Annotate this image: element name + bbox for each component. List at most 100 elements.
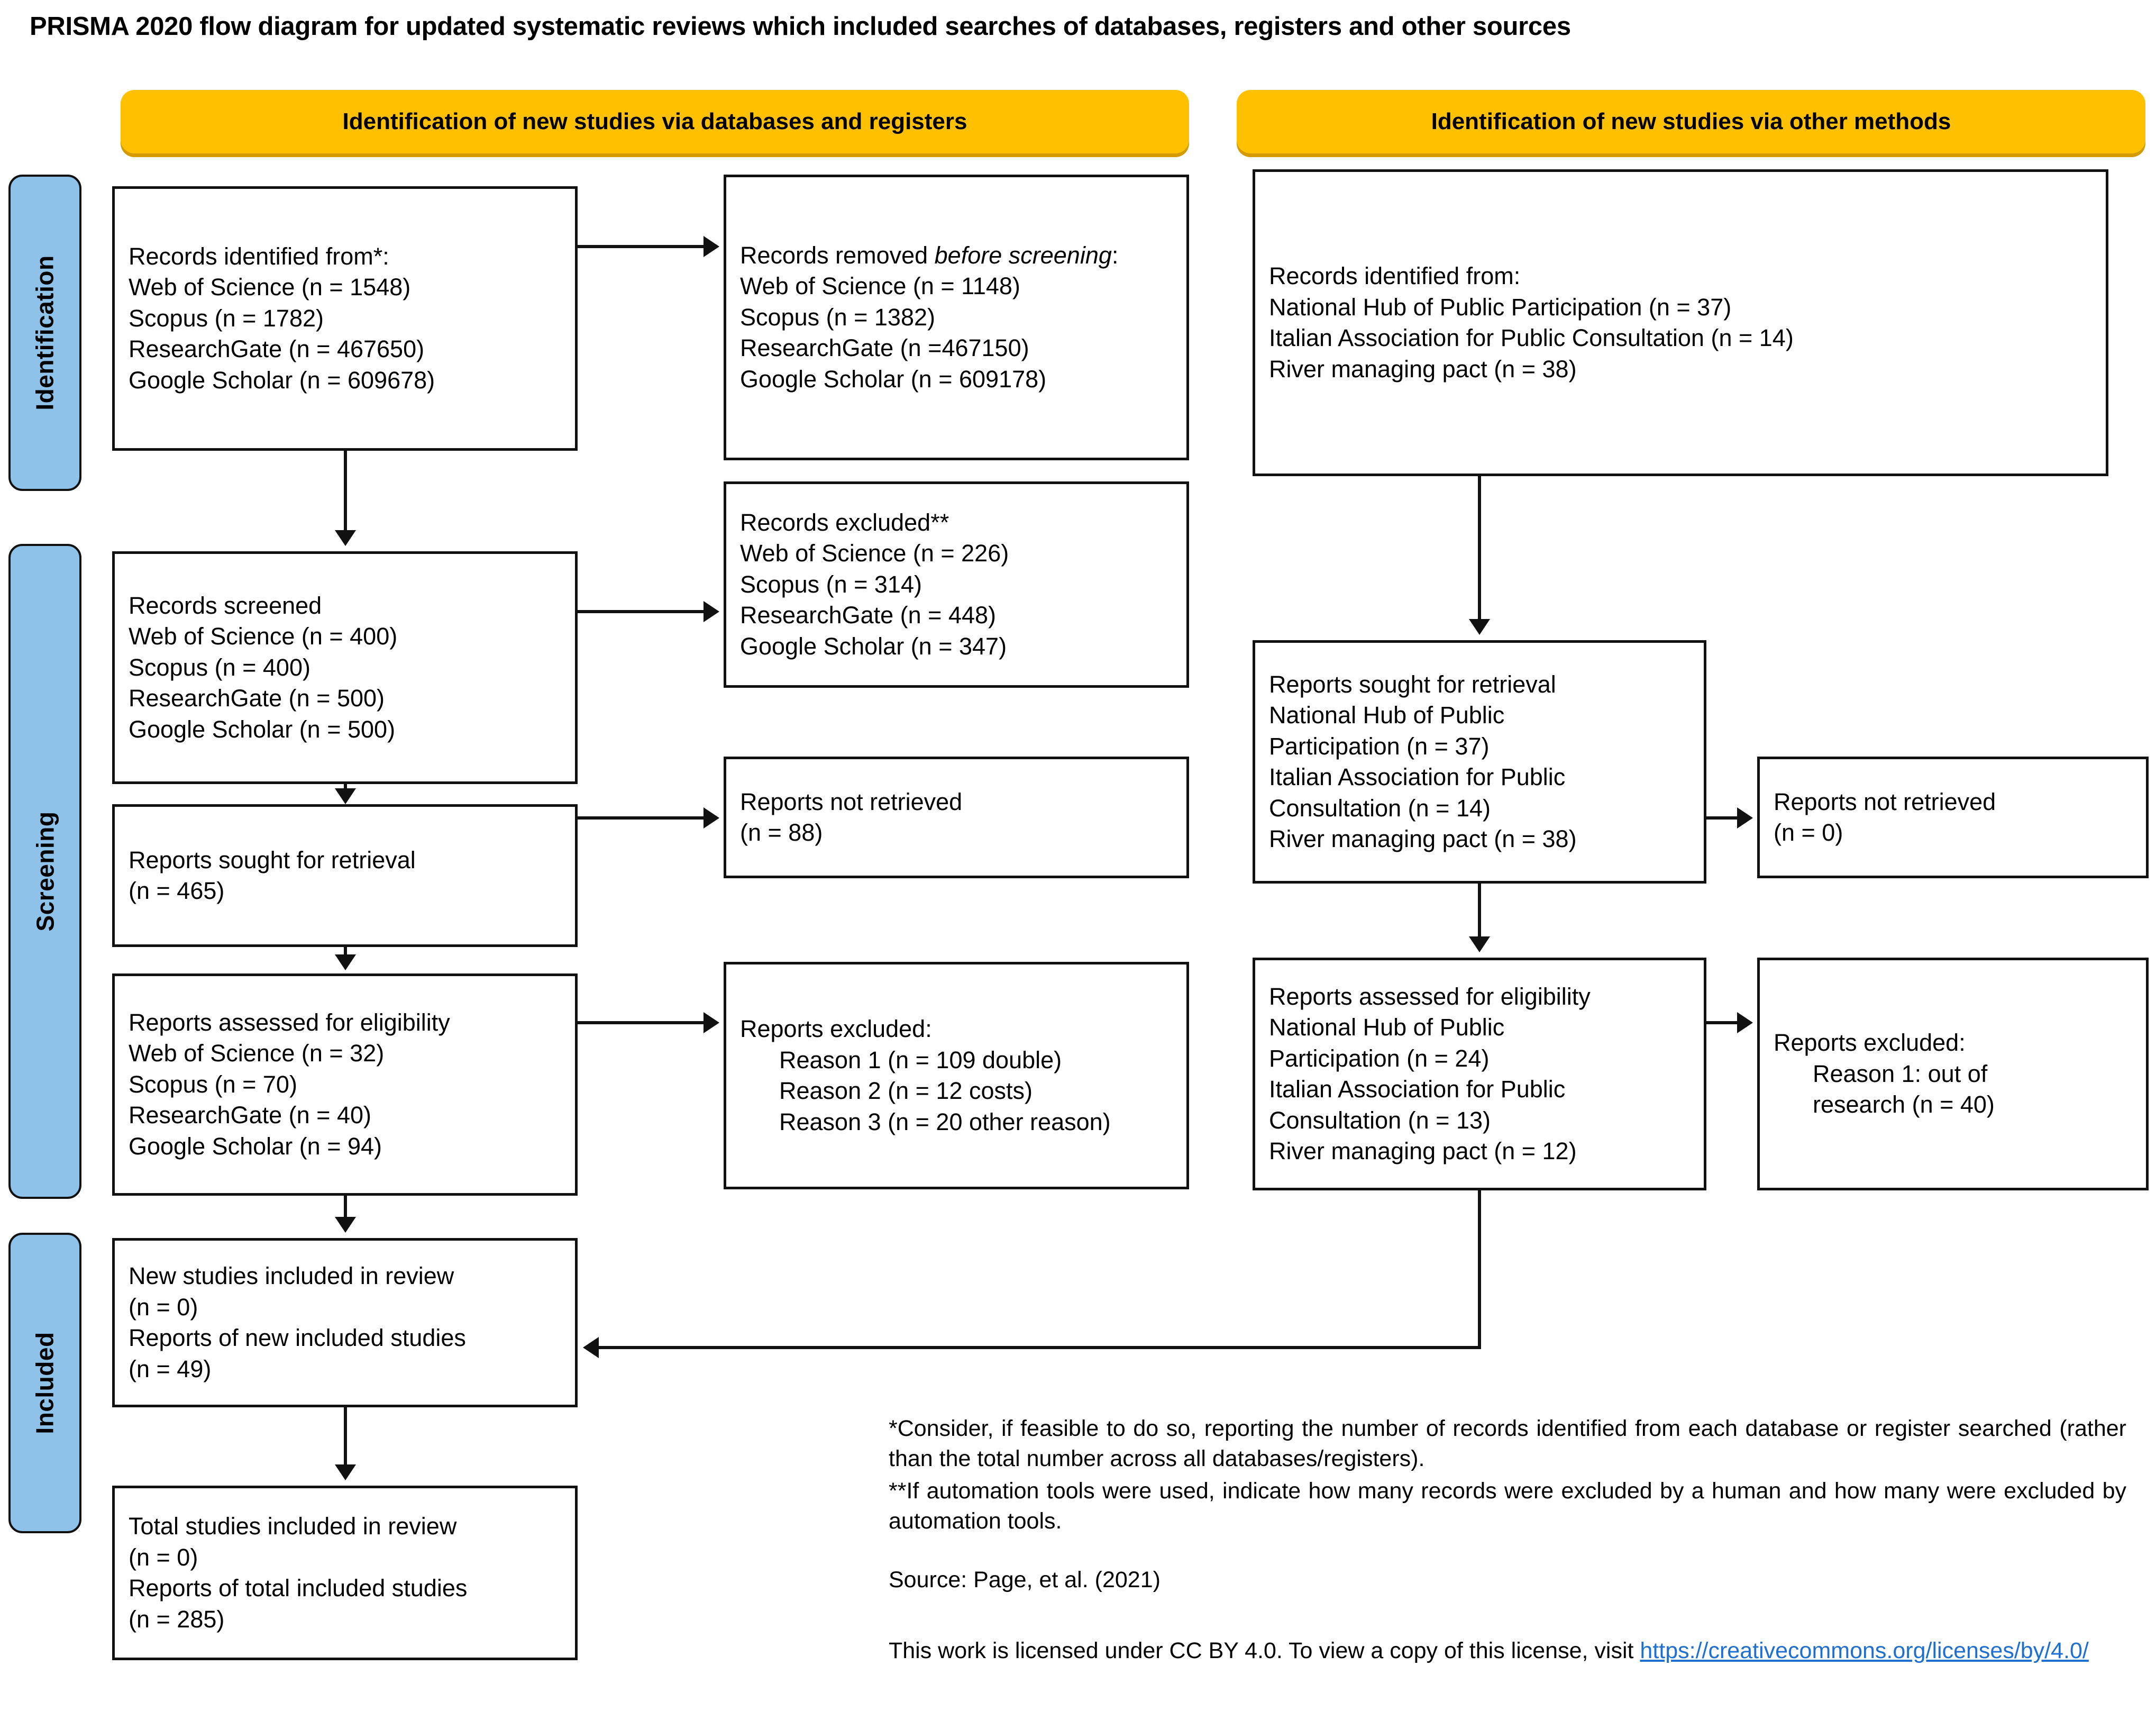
connector-assessed-to-new-studies [344,1196,347,1220]
box-records-identified-other: Records identified from: National Hub of… [1253,169,2108,476]
reports-excluded-left-reason-2: Reason 3 (n = 20 other reason) [779,1108,1111,1135]
reports-sought-left-line-0: Reports sought for retrieval [129,846,416,873]
reports-excluded-right-reason-0: Reason 1: out of [1813,1060,1988,1087]
reports-not-retrieved-right-line-1: (n = 0) [1774,819,1843,846]
reports-sought-right-line-5: River managing pact (n = 38) [1269,825,1577,852]
records-screened-line-2: Scopus (n = 400) [129,653,310,681]
box-records-removed: Records removed before screening: Web of… [724,175,1189,460]
arrowhead-sought-right-to-assessed-right [1469,936,1490,952]
reports-assessed-right-line-1: National Hub of Public [1269,1014,1505,1041]
stage-included: Included [8,1233,81,1533]
reports-excluded-right-reason-1: research (n = 40) [1813,1091,1995,1118]
footnote-doublestar: **If automation tools were used, indicat… [889,1476,2126,1536]
arrowhead-assessed-right-to-new-studies [583,1337,599,1358]
reports-assessed-left-line-4: Google Scholar (n = 94) [129,1132,382,1160]
records-excluded-line-0: Records excluded** [740,508,949,536]
stage-included-label: Included [31,1332,59,1434]
connector-new-to-total-studies [344,1407,347,1467]
connector-assessed-to-excluded [578,1021,705,1024]
banner-databases-registers-label: Identification of new studies via databa… [342,108,967,134]
arrowhead-screened-to-sought [335,788,356,804]
footnote-license-text: This work is licensed under CC BY 4.0. T… [889,1638,1634,1663]
arrowhead-identified-to-screened [335,530,356,546]
total-studies-included-line-3: (n = 285) [129,1605,225,1633]
records-removed-line-2: ResearchGate (n =467150) [740,334,1029,362]
reports-sought-right-line-0: Reports sought for retrieval [1269,670,1556,698]
reports-not-retrieved-left-line-0: Reports not retrieved [740,788,963,815]
box-reports-not-retrieved-right: Reports not retrieved (n = 0) [1757,757,2149,878]
reports-excluded-left-reason-1: Reason 2 (n = 12 costs) [779,1077,1033,1104]
connector-identified-other-to-sought-right [1478,476,1481,620]
connector-assessed-right-left [599,1346,1481,1349]
box-records-screened: Records screened Web of Science (n = 400… [112,551,578,784]
new-studies-included-line-0: New studies included in review [129,1262,454,1289]
license-link[interactable]: https://creativecommons.org/licenses/by/… [1640,1638,2089,1663]
arrowhead-assessed-right-to-excluded-right [1737,1012,1753,1033]
box-reports-excluded-left: Reports excluded: Reason 1 (n = 109 doub… [724,962,1189,1189]
footnote-star-text: *Consider, if feasible to do so, reporti… [889,1416,2126,1472]
arrowhead-screened-to-excluded [704,601,719,622]
records-removed-line-1: Scopus (n = 1382) [740,303,935,331]
reports-assessed-left-line-0: Reports assessed for eligibility [129,1008,450,1036]
records-excluded-line-4: Google Scholar (n = 347) [740,632,1007,660]
records-excluded-line-3: ResearchGate (n = 448) [740,602,997,629]
box-reports-not-retrieved-left: Reports not retrieved (n = 88) [724,757,1189,878]
reports-assessed-right-line-3: Italian Association for Public [1269,1076,1566,1103]
page-title: PRISMA 2020 flow diagram for updated sys… [30,12,1571,41]
arrowhead-sought-to-assessed [335,954,356,970]
records-identified-line-0: Records identified from*: [129,242,389,270]
reports-sought-right-line-4: Consultation (n = 14) [1269,794,1491,822]
footnote-license: This work is licensed under CC BY 4.0. T… [889,1636,2126,1666]
arrowhead-identified-to-removed [704,236,719,257]
banner-other-methods-label: Identification of new studies via other … [1431,108,1951,134]
records-identified-line-3: ResearchGate (n = 467650) [129,335,425,363]
box-reports-excluded-right: Reports excluded: Reason 1: out of resea… [1757,958,2149,1190]
arrowhead-assessed-to-excluded [704,1012,719,1033]
records-screened-line-4: Google Scholar (n = 500) [129,715,396,743]
records-identified-line-4: Google Scholar (n = 609678) [129,366,435,394]
records-identified-line-2: Scopus (n = 1782) [129,304,324,332]
reports-assessed-right-line-5: River managing pact (n = 12) [1269,1137,1577,1164]
records-identified-other-line-2: Italian Association for Public Consultat… [1269,324,1794,351]
connector-assessed-right-down [1478,1190,1481,1349]
banner-databases-registers: Identification of new studies via databa… [121,90,1189,153]
arrowhead-new-to-total-studies [335,1464,356,1480]
connector-assessed-right-to-excluded-right [1706,1021,1738,1024]
footnote-star: *Consider, if feasible to do so, reporti… [889,1414,2126,1474]
footnote-source-text: Source: Page, et al. (2021) [889,1567,1161,1592]
records-identified-other-line-0: Records identified from: [1269,262,1521,289]
reports-not-retrieved-right-line-0: Reports not retrieved [1774,788,1996,815]
box-new-studies-included: New studies included in review (n = 0) R… [112,1238,578,1407]
box-reports-sought-left: Reports sought for retrieval (n = 465) [112,804,578,947]
reports-excluded-left-reason-0: Reason 1 (n = 109 double) [779,1046,1062,1073]
connector-sought-to-not-retrieved [578,816,705,820]
records-identified-other-line-3: River managing pact (n = 38) [1269,355,1577,383]
box-reports-assessed-right: Reports assessed for eligibility Nationa… [1253,958,1706,1190]
arrowhead-assessed-to-new-studies [335,1217,356,1233]
records-removed-heading-plain: Records removed [740,241,935,269]
box-reports-assessed-left: Reports assessed for eligibility Web of … [112,973,578,1196]
reports-not-retrieved-left-line-1: (n = 88) [740,819,823,846]
stage-identification-label: Identification [31,255,59,411]
reports-sought-right-line-1: National Hub of Public [1269,702,1505,729]
records-screened-line-0: Records screened [129,591,322,619]
records-removed-line-0: Web of Science (n = 1148) [740,272,1020,300]
records-screened-line-3: ResearchGate (n = 500) [129,685,385,712]
arrowhead-sought-right-to-not-retrieved-right [1737,807,1753,829]
stage-identification: Identification [8,175,81,491]
reports-sought-left-line-1: (n = 465) [129,877,225,904]
connector-identified-to-removed [578,245,705,248]
new-studies-included-line-2: Reports of new included studies [129,1324,466,1351]
stage-screening: Screening [8,544,81,1199]
records-removed-heading: Records removed before screening: [740,240,1173,271]
connector-identified-to-screened [344,451,347,531]
box-records-identified: Records identified from*: Web of Science… [112,186,578,451]
records-removed-heading-tail: : [1111,241,1119,269]
box-total-studies-included: Total studies included in review (n = 0)… [112,1486,578,1660]
new-studies-included-line-3: (n = 49) [129,1355,212,1382]
reports-assessed-right-line-0: Reports assessed for eligibility [1269,982,1591,1010]
box-records-excluded: Records excluded** Web of Science (n = 2… [724,481,1189,688]
new-studies-included-line-1: (n = 0) [129,1293,198,1321]
arrowhead-identified-other-to-sought-right [1469,619,1490,635]
